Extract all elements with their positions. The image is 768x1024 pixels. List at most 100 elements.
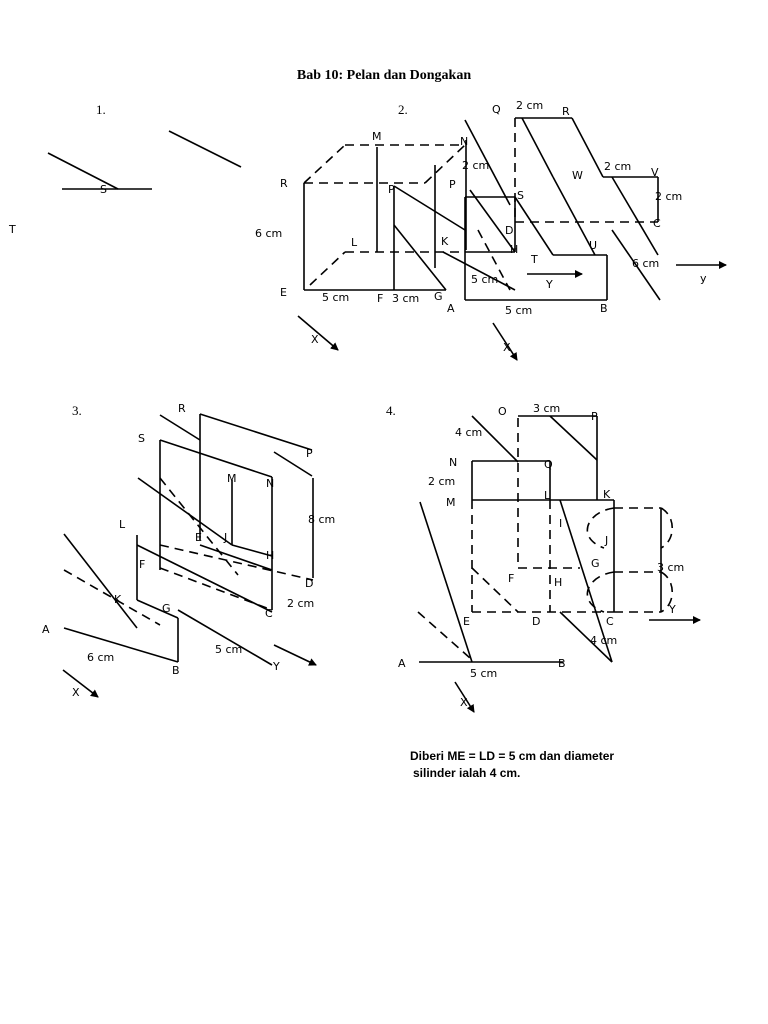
fig2-label: S — [517, 189, 524, 202]
fig4-label: A — [398, 657, 406, 670]
fig3-label: 6 cm — [87, 651, 114, 664]
fig3-label: K — [114, 593, 122, 606]
fig2-label: M — [372, 130, 382, 143]
fig4-label: X — [460, 696, 468, 709]
fig2-dashed-line — [309, 251, 346, 286]
question-4-note: Diberi ME = LD = 5 cm dan diameter silin… — [410, 748, 710, 782]
fig3-line — [63, 533, 138, 629]
fig2-label: X — [503, 341, 511, 354]
fig2-line — [521, 117, 554, 178]
fig2-label: E — [280, 286, 287, 299]
fig3-line — [63, 627, 179, 663]
page-title: Bab 10: Pelan dan Dongakan — [296, 68, 472, 83]
fig3-label: P — [306, 447, 313, 460]
fig2-label: C — [653, 217, 661, 230]
fig4-cylinder-arc — [660, 571, 674, 613]
fig4-label: C — [606, 615, 614, 628]
fig3-line — [199, 413, 313, 451]
fig2-label: L — [351, 236, 358, 249]
fig2-arrow-x — [297, 315, 339, 351]
fig4-label: 3 cm — [657, 561, 684, 574]
fig2-dashed-line — [424, 144, 466, 184]
fig2-label: R — [562, 105, 570, 118]
fig4-label: O — [498, 405, 507, 418]
fig2-label: N — [460, 135, 468, 148]
fig2-label: 3 cm — [392, 292, 419, 305]
fig2-line — [571, 117, 604, 178]
fig3-label: L — [119, 518, 126, 531]
fig4-label: H — [554, 576, 562, 589]
fig1-label: S — [100, 183, 107, 196]
fig3-label: E — [195, 531, 202, 544]
fig2-label: 2 cm — [604, 160, 631, 173]
fig4-label: Y — [668, 603, 676, 616]
fig2-line — [611, 176, 659, 256]
fig4-label: 4 cm — [590, 634, 617, 647]
fig2-line — [464, 119, 511, 206]
fig4-label: N — [449, 456, 457, 469]
fig4-line — [559, 611, 613, 663]
fig3-line — [137, 477, 233, 546]
fig4-label: G — [591, 557, 600, 570]
fig4-dashed-line — [471, 567, 519, 613]
fig3-label: 8 cm — [308, 513, 335, 526]
fig2-label: 6 cm — [255, 227, 282, 240]
fig4-label: 5 cm — [470, 667, 497, 680]
fig4-label: D — [532, 615, 540, 628]
fig3-arrow-y — [273, 644, 317, 666]
fig4-label: 3 cm — [533, 402, 560, 415]
fig4-label: 2 cm — [428, 475, 455, 488]
fig4-line — [419, 501, 473, 663]
fig2-label: 2 cm — [516, 99, 543, 112]
fig2-label: 2 cm — [655, 190, 682, 203]
fig2-label: F — [377, 292, 383, 305]
fig2-label: 6 cm — [632, 257, 659, 270]
fig2-label: 5 cm — [322, 291, 349, 304]
fig2-label: K — [441, 235, 449, 248]
fig3-label: C — [265, 607, 273, 620]
figure-1: S T — [8, 130, 242, 236]
fig4-dashed-line — [417, 611, 471, 659]
fig3-line — [159, 439, 273, 478]
fig2-label: Y — [545, 278, 553, 291]
fig2-arrow-x — [492, 322, 518, 361]
fig4-label: J — [604, 534, 608, 547]
fig3-label: J — [223, 531, 227, 544]
fig4-cylinder-arc — [586, 507, 615, 549]
fig2-label: R — [280, 177, 288, 190]
fig2-label: X — [311, 333, 319, 346]
fig2-label: P — [388, 183, 395, 196]
fig4-label: E — [463, 615, 470, 628]
fig3-label: 2 cm — [287, 597, 314, 610]
fig1-line — [47, 152, 119, 190]
fig4-label: I — [559, 517, 562, 530]
fig4-label: 4 cm — [455, 426, 482, 439]
fig2-label: P — [449, 178, 456, 191]
note-line-1: Diberi ME = LD = 5 cm dan diameter — [410, 749, 615, 763]
fig3-label: N — [266, 477, 274, 490]
fig4-label: Q — [544, 458, 553, 471]
fig3-label: D — [305, 577, 313, 590]
figure-2: Q 2 cm R M N 2 cm W 2 cm V 2 cm R P P S … — [255, 99, 727, 361]
figure-4: O 3 cm P 4 cm N Q 2 cm M L K I J G F H 3… — [398, 402, 701, 713]
figure-3: R S P M N 8 cm L E J H F D K G 2 cm C A … — [42, 402, 335, 699]
fig4-label: F — [508, 572, 514, 585]
fig2-label: 5 cm — [471, 273, 498, 286]
fig4-cylinder-arc — [586, 571, 615, 613]
fig2-line — [611, 229, 661, 301]
fig1-label: T — [8, 223, 16, 236]
fig3-line — [273, 451, 313, 477]
note-line-2: silinder ialah 4 cm. — [413, 766, 521, 780]
fig2-label: T — [530, 253, 538, 266]
fig2-dashed-line — [477, 229, 511, 291]
question-number-4: 4. — [386, 403, 396, 418]
fig2-line — [393, 224, 447, 291]
fig4-label: K — [603, 488, 611, 501]
fig4-line — [549, 415, 598, 461]
fig2-label: A — [447, 302, 455, 315]
fig2-label: V — [651, 166, 659, 179]
fig2-label: y — [700, 272, 707, 285]
fig3-label: Y — [272, 660, 280, 673]
fig4-label: P — [591, 410, 598, 423]
fig2-dashed-line — [303, 144, 346, 184]
